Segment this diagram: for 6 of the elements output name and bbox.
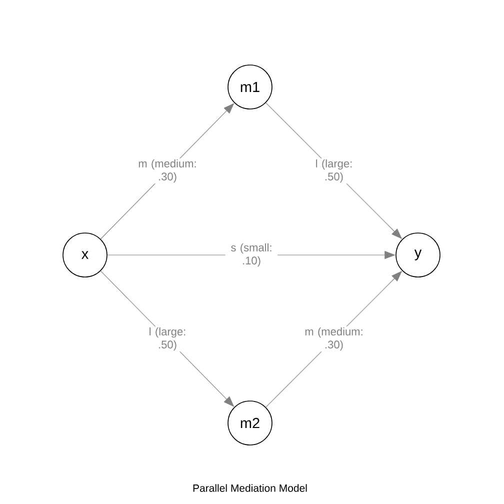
edge-label: m (medium: .30) bbox=[138, 159, 196, 183]
edge-label: l (large: .50) bbox=[316, 159, 352, 183]
edge-label: l (large: .50) bbox=[150, 327, 186, 351]
edge-label: s (small: .10) bbox=[231, 243, 272, 267]
caption: Parallel Mediation Model bbox=[193, 484, 307, 492]
edge-label: m (medium: .30) bbox=[305, 327, 362, 351]
